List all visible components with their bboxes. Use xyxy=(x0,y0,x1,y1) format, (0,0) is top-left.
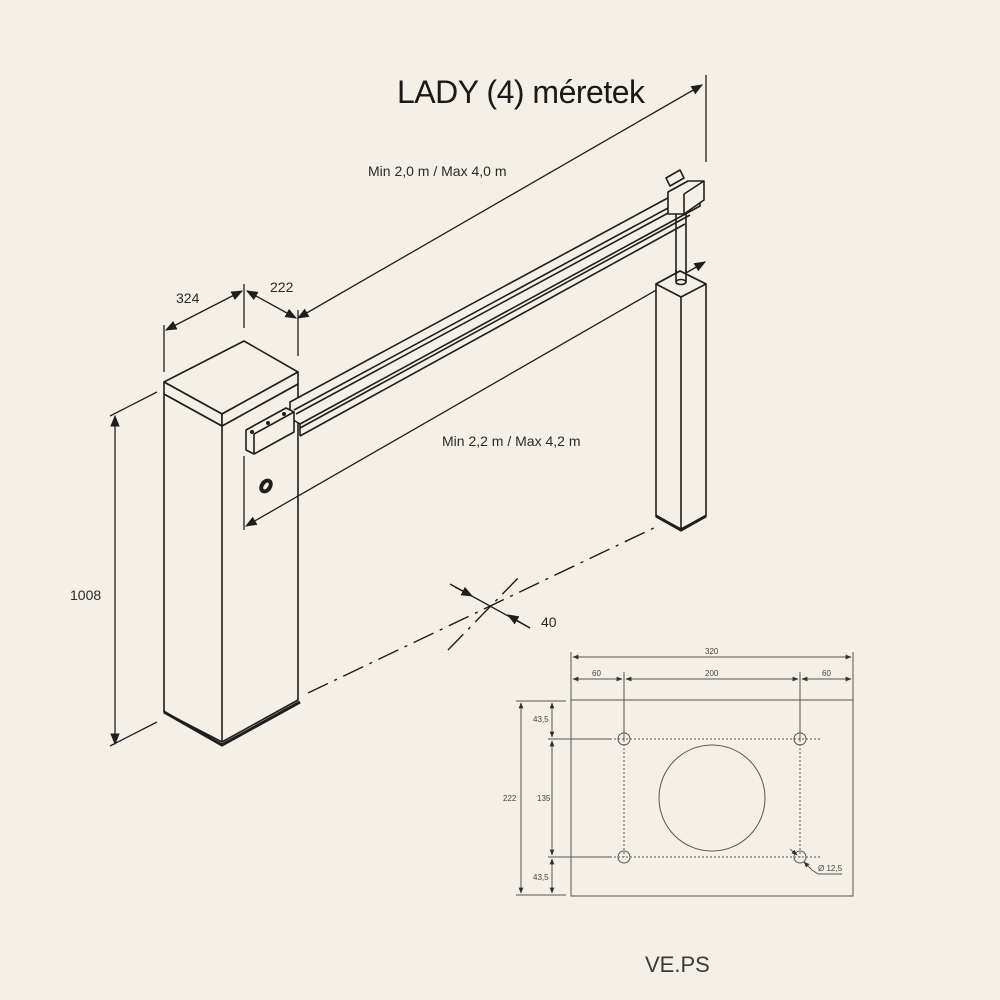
boom-end-cap xyxy=(667,180,705,215)
plate-margin-top-label: 43,5 xyxy=(533,715,549,724)
mounting-hole xyxy=(617,850,631,864)
housing-height-label: 1008 xyxy=(70,587,101,603)
page-title: LADY (4) méretek xyxy=(397,74,646,110)
plate-hole-spacing-y-label: 135 xyxy=(537,794,551,803)
mounting-hole xyxy=(793,850,807,864)
plate-margin-right-label: 60 xyxy=(822,669,831,678)
passage-width-dimension: Min 2,2 m / Max 4,2 m xyxy=(243,261,707,530)
housing-width-label: 222 xyxy=(270,279,294,295)
beam-length-label: Min 2,0 m / Max 4,0 m xyxy=(368,163,506,179)
plate-width-label: 320 xyxy=(705,647,719,656)
clearance-label: 40 xyxy=(541,614,557,630)
brand-logo: VE.PS xyxy=(645,952,710,977)
mounting-hole xyxy=(793,732,807,746)
barrier-boom xyxy=(245,169,705,455)
clearance-dimension: 40 xyxy=(449,583,557,630)
ground-reference-lines xyxy=(307,524,661,694)
plate-height-label: 222 xyxy=(503,794,517,803)
hole-diameter-label: Ø 12,5 xyxy=(818,864,843,873)
barrier-housing xyxy=(163,340,301,747)
passage-width-label: Min 2,2 m / Max 4,2 m xyxy=(442,433,580,449)
base-plate-drawing: 320 60 200 60 222 43,5 135 43,5 Ø xyxy=(503,647,854,897)
housing-height-dimension: 1008 xyxy=(70,391,158,747)
mounting-hole xyxy=(617,732,631,746)
support-post xyxy=(655,270,707,532)
plate-hole-spacing-x-label: 200 xyxy=(705,669,719,678)
beam-length-dimension: Min 2,0 m / Max 4,0 m xyxy=(296,75,707,319)
plate-margin-left-label: 60 xyxy=(592,669,601,678)
base-plate-outline xyxy=(570,699,854,897)
cable-opening xyxy=(658,744,766,852)
housing-depth-label: 324 xyxy=(176,290,200,306)
plate-margin-bottom-label: 43,5 xyxy=(533,873,549,882)
